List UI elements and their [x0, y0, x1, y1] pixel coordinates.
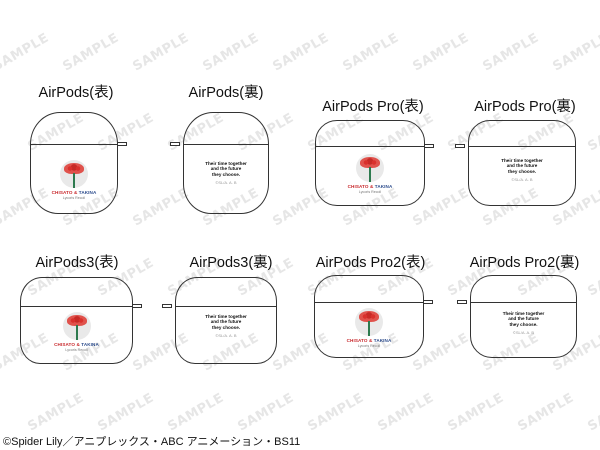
case-latch-line: [30, 144, 118, 145]
case-label-airpods-pro-front: AirPods Pro(表): [322, 99, 424, 115]
case-hook: [132, 304, 142, 308]
case-latch-line: [175, 306, 277, 307]
signature-text: ©SL/A. A. B: [215, 333, 237, 339]
sample-watermark: SAMPLE: [130, 185, 192, 230]
spider-lily-icon: [349, 308, 389, 338]
sample-watermark: SAMPLE: [410, 30, 472, 75]
copyright-footer: ©Spider Lily／アニプレックス・ABC アニメーション・BS11: [3, 436, 301, 448]
case-label-airpods-back: AirPods(裏): [188, 85, 264, 101]
case-hook: [117, 142, 127, 146]
case-airpods-pro-front: CHISATO & TAKINA Lycoris Recoil: [315, 120, 434, 206]
sample-watermark: SAMPLE: [235, 390, 297, 435]
case-airpods3-front: CHISATO & TAKINA Lycoris Recoil: [20, 277, 142, 364]
case-latch-line: [183, 144, 269, 145]
front-artwork: CHISATO & TAKINA Lycoris Recoil: [329, 308, 409, 349]
case-latch-line: [470, 302, 577, 303]
character-names: CHISATO & TAKINA: [347, 184, 393, 189]
case-label-airpods-pro2-back: AirPods Pro2(裏): [469, 255, 580, 271]
signature-text: ©SL/A. A. B: [511, 177, 533, 183]
case-latch-line: [314, 302, 424, 303]
sample-watermark: SAMPLE: [305, 390, 367, 435]
case-hook: [424, 144, 434, 148]
front-artwork: CHISATO & TAKINA Lycoris Recoil: [37, 312, 117, 353]
signature-text: ©SL/A. A. B: [215, 180, 237, 186]
spider-lily-icon: [57, 312, 97, 342]
sample-watermark: SAMPLE: [585, 390, 600, 435]
case-latch-line: [20, 306, 133, 307]
sample-watermark: SAMPLE: [95, 390, 157, 435]
spider-lily-icon: [350, 154, 390, 184]
case-label-airpods-pro-back: AirPods Pro(裏): [474, 99, 576, 115]
case-latch-line: [468, 146, 576, 147]
series-subtitle: Lycoris Recoil: [62, 196, 86, 200]
case-label-airpods3-front: AirPods3(表): [35, 255, 119, 271]
case-latch-line: [315, 146, 425, 147]
case-airpods-pro2-front: CHISATO & TAKINA Lycoris Recoil: [314, 275, 433, 358]
sample-watermark: SAMPLE: [200, 30, 262, 75]
front-artwork: CHISATO & TAKINA Lycoris Recoil: [34, 160, 114, 201]
series-subtitle: Lycoris Recoil: [358, 190, 382, 194]
sample-watermark: SAMPLE: [375, 390, 437, 435]
sample-watermark: SAMPLE: [480, 30, 542, 75]
case-label-airpods-pro2-front: AirPods Pro2(表): [315, 255, 426, 271]
sample-watermark: SAMPLE: [585, 255, 600, 300]
sample-watermark: SAMPLE: [585, 110, 600, 155]
character-names: CHISATO & TAKINA: [346, 338, 392, 343]
series-subtitle: Lycoris Recoil: [357, 344, 381, 348]
case-hook: [423, 300, 433, 304]
character-names: CHISATO & TAKINA: [54, 342, 99, 347]
case-hook: [162, 304, 172, 308]
case-hook: [170, 142, 180, 146]
front-artwork: CHISATO & TAKINA Lycoris Recoil: [330, 154, 410, 195]
character-names: CHISATO & TAKINA: [51, 190, 97, 195]
sample-watermark: SAMPLE: [515, 390, 577, 435]
case-label-airpods-front: AirPods(表): [38, 85, 114, 101]
sample-watermark: SAMPLE: [340, 30, 402, 75]
series-subtitle: Lycoris Recoil: [65, 348, 88, 352]
sample-watermark: SAMPLE: [445, 390, 507, 435]
case-hook: [455, 144, 465, 148]
sample-watermark: SAMPLE: [165, 390, 227, 435]
sample-watermark: SAMPLE: [550, 30, 600, 75]
sample-watermark: SAMPLE: [270, 30, 332, 75]
case-label-airpods3-back: AirPods3(裏): [189, 255, 273, 271]
sample-watermark: SAMPLE: [25, 390, 87, 435]
sample-watermark: SAMPLE: [0, 30, 52, 75]
sample-watermark: SAMPLE: [130, 30, 192, 75]
sample-watermark: SAMPLE: [60, 30, 122, 75]
case-hook: [457, 300, 467, 304]
spider-lily-icon: [54, 160, 94, 190]
signature-text: ©SL/A. A. B: [512, 330, 535, 336]
case-airpods-front: CHISATO & TAKINA Lycoris Recoil: [30, 112, 127, 214]
